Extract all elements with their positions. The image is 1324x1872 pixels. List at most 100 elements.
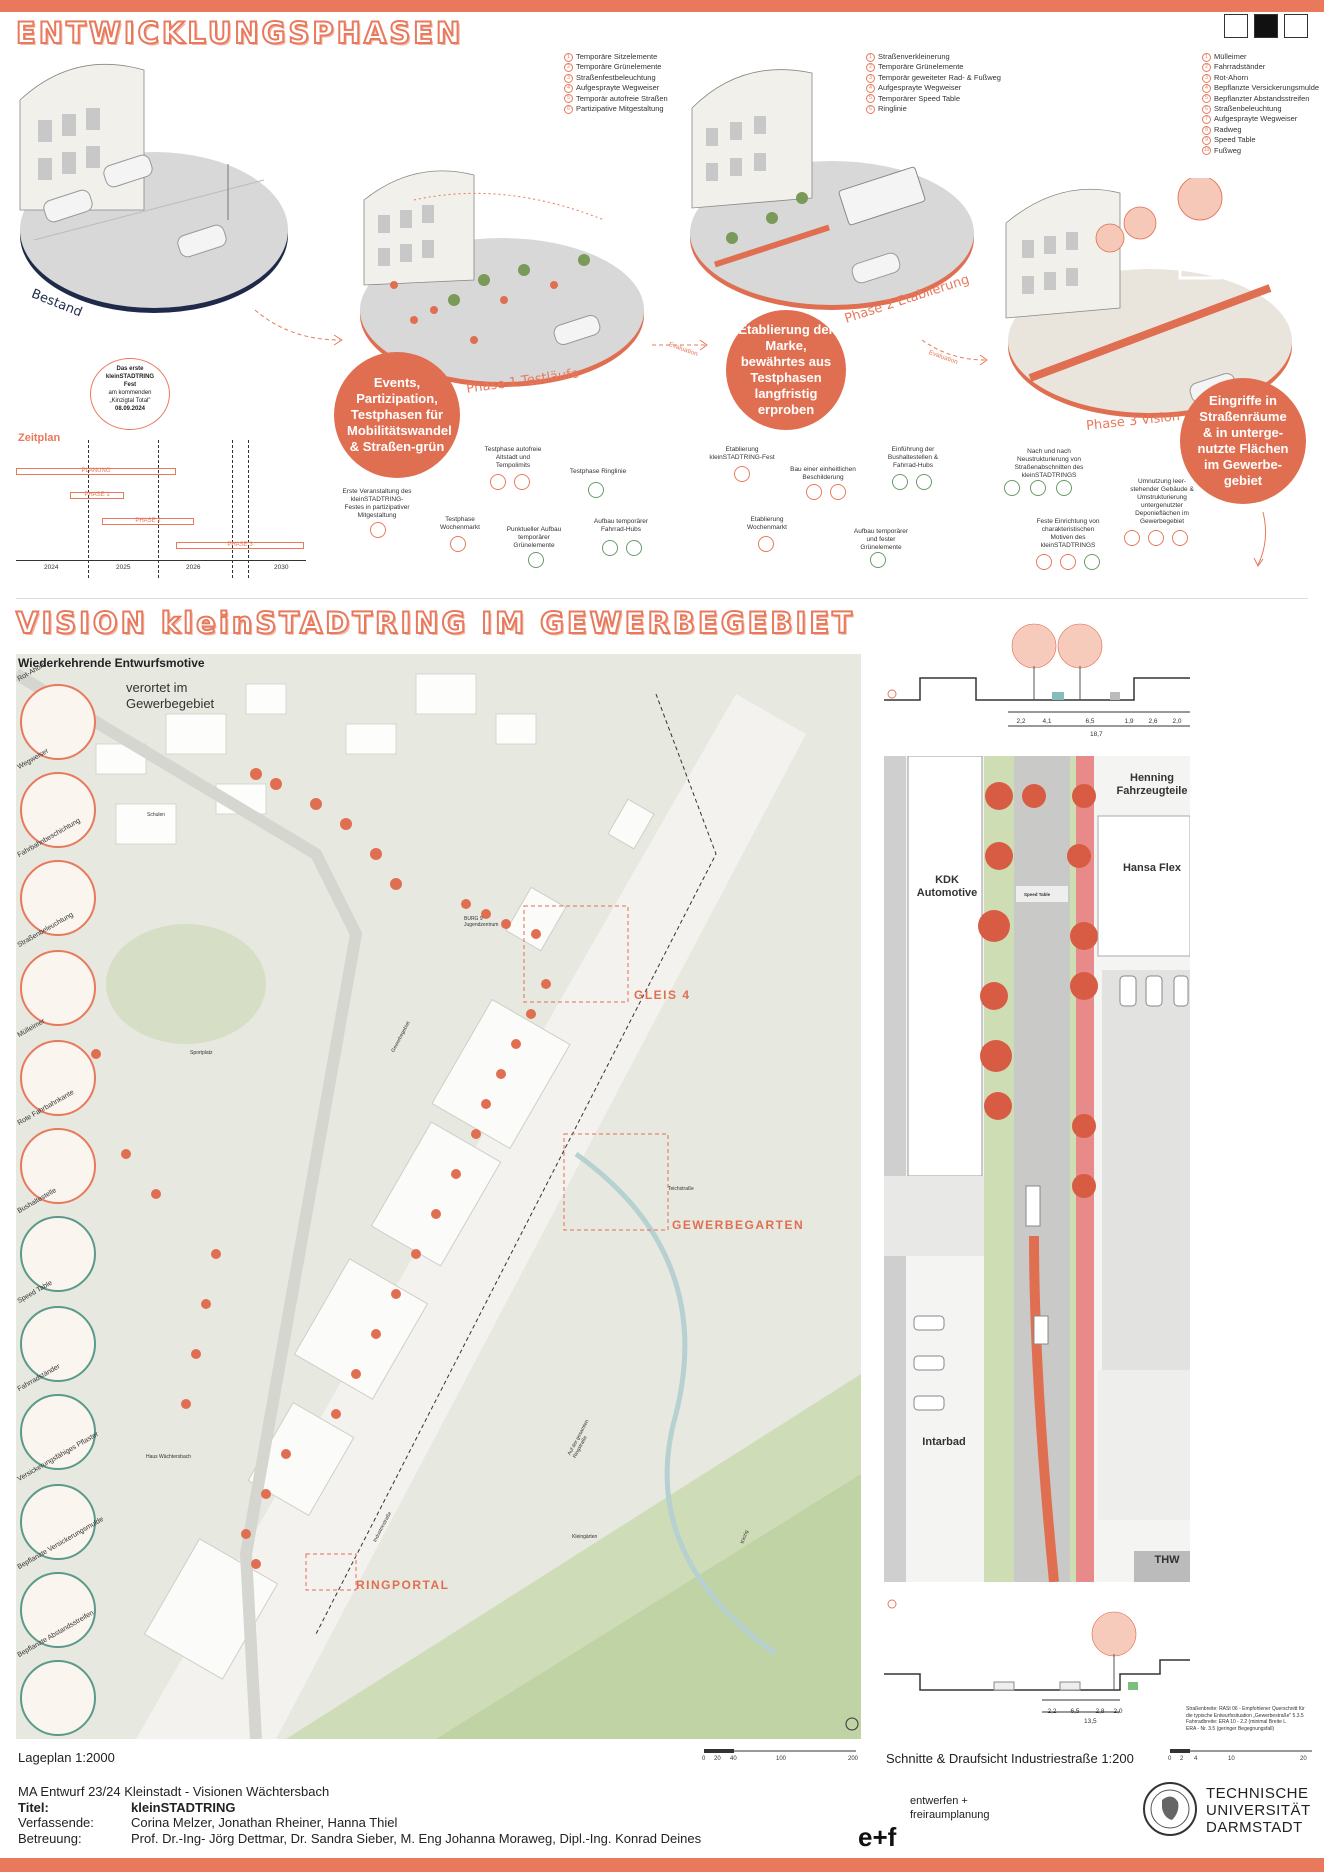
bike-icon bbox=[626, 540, 642, 556]
timeline-note: Testphase Wochenmarkt bbox=[440, 516, 480, 531]
timeline-note: Testphase autofreie Altstadt und Tempoli… bbox=[484, 446, 542, 469]
scale-tick: 4 bbox=[1194, 1756, 1198, 1762]
timeline-marker-2030 bbox=[248, 440, 249, 578]
section-title-phases: ENTWICKLUNGSPHASEN bbox=[15, 15, 464, 51]
timeline-axis bbox=[16, 560, 306, 561]
section-divider bbox=[16, 598, 1308, 599]
iso-phase1 bbox=[360, 170, 644, 387]
motif-bike-rack bbox=[20, 1394, 96, 1470]
timeline-year: 2024 bbox=[44, 564, 59, 571]
motif-signpost bbox=[20, 772, 96, 848]
timeline-marker-2026 bbox=[232, 440, 233, 578]
iso-phase2 bbox=[690, 69, 974, 310]
tree-icon bbox=[1030, 480, 1046, 496]
timeline-marker-2024 bbox=[88, 440, 89, 578]
site-plan-map: GLEIS 4 GEWERBEGARTEN RINGPORTAL Schulen… bbox=[16, 654, 861, 1739]
motif-waste-bin bbox=[20, 1040, 96, 1116]
map-text: BURG 9 Jugendzentrum bbox=[464, 916, 499, 928]
bike-hub-icon bbox=[916, 474, 932, 490]
timeline-marker-2025 bbox=[158, 440, 159, 578]
car-free-icon bbox=[490, 474, 506, 490]
tu-darmstadt-text: TECHNISCHE UNIVERSITÄT DARMSTADT bbox=[1206, 1785, 1311, 1836]
road-icon bbox=[1056, 480, 1072, 496]
view-toggle-dark[interactable] bbox=[1254, 14, 1278, 38]
ef-logo-text: entwerfen + freiraumplanung bbox=[910, 1795, 990, 1821]
map-text: Kleingärten bbox=[572, 1534, 598, 1540]
section-a-drawing bbox=[884, 623, 1190, 727]
map-text: Teichstraße bbox=[668, 1186, 694, 1192]
authors-key: Verfassende: bbox=[18, 1815, 94, 1830]
map-label-gewerbegarten: GEWERBEGARTEN bbox=[672, 1218, 805, 1232]
road-standards-note: Straßenbreite: RASt 06 - Empfohlener Que… bbox=[1186, 1706, 1305, 1732]
timeline-year: 2026 bbox=[186, 564, 201, 571]
waste-bin-icon bbox=[1036, 554, 1052, 570]
motif-street-lighting bbox=[20, 950, 96, 1026]
scale-tick: 0 bbox=[702, 1756, 706, 1762]
map-text: Schulen bbox=[147, 812, 166, 818]
bubble-phase1: Events, Partizipation, Testphasen für Mo… bbox=[334, 352, 460, 478]
scale-tick: 0 bbox=[1168, 1756, 1172, 1762]
project-info: MA Entwurf 23/24 Kleinstadt - Visionen W… bbox=[18, 1784, 701, 1846]
title-value: kleinSTADTRING bbox=[131, 1799, 236, 1815]
timeline-note: Umnutzung leer-stehender Gebäude & Umstr… bbox=[1130, 478, 1194, 525]
motif-road-coating bbox=[20, 860, 96, 936]
map-text: Haus Wächtersbach bbox=[146, 1454, 192, 1460]
arrow-phase3-down bbox=[1253, 511, 1267, 567]
lamp-icon bbox=[1060, 554, 1076, 570]
scale-tick: 100 bbox=[776, 1756, 787, 1762]
tree-icon bbox=[528, 552, 544, 568]
motif-speed-table bbox=[20, 1306, 96, 1382]
motif-bus-stop bbox=[20, 1216, 96, 1292]
top-accent-bar bbox=[0, 0, 1324, 12]
bottom-accent-bar bbox=[0, 1858, 1324, 1872]
supervision-key: Betreuung: bbox=[18, 1830, 82, 1846]
title-key: Titel: bbox=[18, 1799, 49, 1815]
timeline-note: Testphase Ringlinie bbox=[569, 468, 627, 475]
timeline-year: 2025 bbox=[116, 564, 131, 571]
street-plan-view: KDK Automotive Henning Fahrzeugteile Han… bbox=[884, 756, 1190, 1582]
bus-icon bbox=[588, 482, 604, 498]
motif-planted-strip bbox=[20, 1660, 96, 1736]
timeline-note: Aufbau temporärer Fahrrad-Hubs bbox=[593, 518, 649, 533]
bus-stop-icon bbox=[892, 474, 908, 490]
section-b-drawing bbox=[884, 1599, 1190, 1713]
caption-schnitte: Schnitte & Draufsicht Industriestraße 1:… bbox=[886, 1751, 1134, 1766]
supervision-value: Prof. Dr.-Ing- Jörg Dettmar, Dr. Sandra … bbox=[131, 1830, 702, 1846]
person-icon bbox=[1124, 530, 1140, 546]
building-thw: THW bbox=[1154, 1554, 1180, 1566]
scale-tick: 2 bbox=[1180, 1756, 1184, 1762]
view-toggle-outline[interactable] bbox=[1284, 14, 1308, 38]
timeline-bar-planning: PLANUNG bbox=[16, 468, 176, 475]
view-toggle-light[interactable] bbox=[1224, 14, 1248, 38]
market-icon bbox=[450, 536, 466, 552]
motif-planted-swale bbox=[20, 1572, 96, 1648]
motif-red-curb bbox=[20, 1128, 96, 1204]
scale-bar-lageplan bbox=[704, 1749, 856, 1753]
bike-hub-icon bbox=[602, 540, 618, 556]
sign-icon bbox=[830, 484, 846, 500]
tree-icon bbox=[870, 552, 886, 568]
scale-tick: 20 bbox=[1300, 1756, 1307, 1762]
section-a-total: 18,7 bbox=[1090, 731, 1103, 738]
timeline-year: 2030 bbox=[274, 564, 289, 571]
scale-tick: 20 bbox=[714, 1756, 721, 1762]
motif-red-maple bbox=[20, 684, 96, 760]
section-a-dims: 2,2 4,1 6,5 1,9 2,6 2,0 bbox=[1016, 718, 1182, 725]
building-intarbad: Intarbad bbox=[922, 1436, 966, 1448]
building-henning: Henning Fahrzeugteile bbox=[1116, 772, 1188, 797]
timeline-note: Bau einer einheitlichen Beschilderung bbox=[790, 466, 856, 481]
building-kdk: KDK Automotive bbox=[916, 874, 978, 899]
tu-darmstadt-seal bbox=[1143, 1782, 1197, 1836]
scale-bar-schnitte bbox=[1170, 1749, 1312, 1753]
street-plan-graphic bbox=[884, 756, 1190, 1582]
authors-value: Corina Melzer, Jonathan Rheiner, Hanna T… bbox=[131, 1815, 398, 1830]
timeline-note: Nach und nach Neustrukturierung von Stra… bbox=[1014, 448, 1084, 479]
timeline-bar-phase1: PHASE 1 bbox=[70, 492, 124, 499]
festival-icon bbox=[370, 522, 386, 538]
iso-bestand bbox=[19, 63, 288, 313]
pin-icon bbox=[1148, 530, 1164, 546]
building-hansa-flex: Hansa Flex bbox=[1122, 862, 1182, 874]
